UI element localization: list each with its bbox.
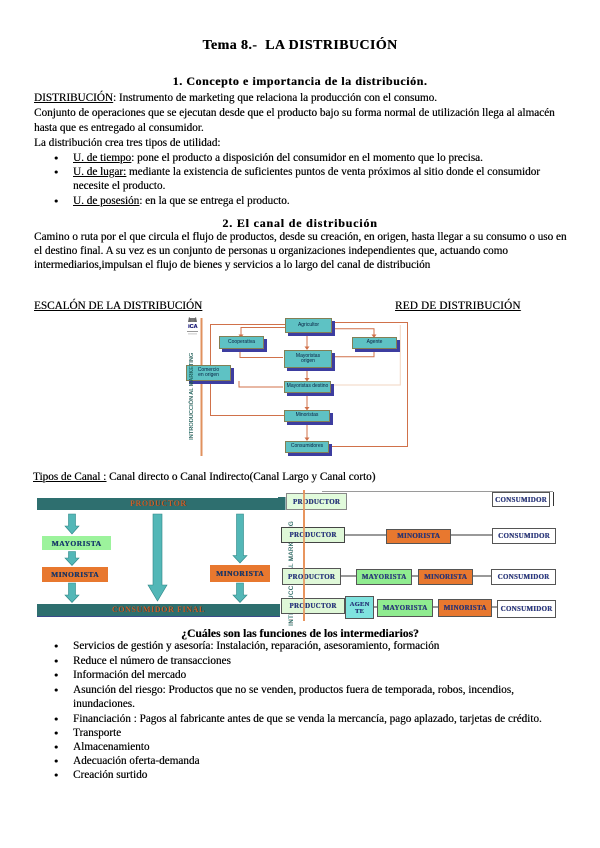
- svg-text:iCA: iCA: [188, 324, 198, 330]
